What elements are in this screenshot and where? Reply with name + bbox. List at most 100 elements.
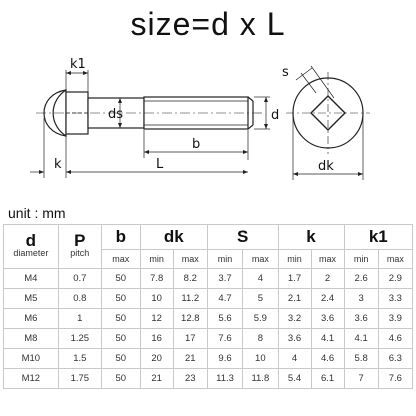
table-cell: 2.4 (310, 288, 345, 309)
table-cell: 2.9 (377, 268, 414, 289)
table-cell: 12.8 (172, 308, 208, 329)
table-cell: 4.6 (310, 348, 345, 369)
header-P: P pitch (57, 224, 102, 269)
table-cell: 8.2 (172, 268, 208, 289)
table-cell: 3 (343, 288, 379, 309)
table-cell: M10 (3, 348, 59, 369)
table-cell: 5.8 (343, 348, 379, 369)
subheader-s-max: max (242, 249, 279, 269)
label-L: L (156, 157, 164, 172)
table-cell: 3.6 (310, 308, 345, 329)
table-cell: 3.3 (377, 288, 414, 309)
table-cell: 11.8 (242, 368, 279, 389)
table-cell: 7 (343, 368, 379, 389)
table-cell: 2 (310, 268, 345, 289)
table-cell: 4.1 (310, 328, 345, 349)
spec-table: d diameter P pitch b dk S k k1 max min m… (3, 224, 414, 389)
table-cell: 50 (100, 368, 141, 389)
table-cell: M12 (3, 368, 59, 389)
table-cell: 6.1 (310, 368, 345, 389)
header-k1: k1 (343, 224, 414, 250)
label-k: k (54, 157, 62, 172)
table-cell: 4 (277, 348, 312, 369)
table-cell: 21 (172, 348, 208, 369)
page-title: size=d x L (130, 6, 286, 42)
table-cell: M5 (3, 288, 59, 309)
table-cell: 50 (100, 308, 141, 329)
subheader-k-min: min (277, 249, 312, 269)
table-cell: 5.9 (242, 308, 279, 329)
label-k1: k1 (70, 57, 86, 72)
table-cell: 0.7 (57, 268, 102, 289)
subheader-s-min: min (206, 249, 244, 269)
table-cell: M8 (3, 328, 59, 349)
subheader-dk-min: min (139, 249, 174, 269)
subheader-k1-max: max (377, 249, 414, 269)
table-cell: M6 (3, 308, 59, 329)
table-cell: 11.3 (206, 368, 244, 389)
table-cell: 7.6 (206, 328, 244, 349)
table-cell: 10 (242, 348, 279, 369)
label-d-side: d (271, 108, 279, 123)
table-cell: 5 (242, 288, 279, 309)
table-cell: 7.8 (139, 268, 174, 289)
table-cell: 8 (242, 328, 279, 349)
table-cell: 2.6 (343, 268, 379, 289)
table-cell: 3.9 (377, 308, 414, 329)
table-cell: 50 (100, 268, 141, 289)
table-cell: 10 (139, 288, 174, 309)
label-b: b (192, 137, 200, 152)
square-neck-top-view (310, 95, 346, 131)
subheader-b-max: max (100, 249, 141, 269)
table-cell: 0.8 (57, 288, 102, 309)
table-cell: 1.25 (57, 328, 102, 349)
table-cell: 1 (57, 308, 102, 329)
table-cell: 7.6 (377, 368, 414, 389)
subheader-k-max: max (310, 249, 345, 269)
table-cell: 50 (100, 328, 141, 349)
header-b: b (100, 224, 141, 250)
label-s: s (282, 65, 289, 80)
table-cell: 1.7 (277, 268, 312, 289)
table-cell: 3.6 (343, 308, 379, 329)
table-cell: 4.7 (206, 288, 244, 309)
table-cell: 12 (139, 308, 174, 329)
table-cell: 4.6 (377, 328, 414, 349)
label-dk: dk (318, 159, 334, 174)
table-cell: 50 (100, 288, 141, 309)
table-cell: 3.2 (277, 308, 312, 329)
bolt-thread (143, 96, 249, 130)
table-cell: 1.5 (57, 348, 102, 369)
table-cell: 9.6 (206, 348, 244, 369)
bolt-technical-drawing: k1 ds d b L k s dk (30, 57, 370, 180)
label-ds: ds (108, 107, 123, 122)
table-cell: 5.4 (277, 368, 312, 389)
table-cell: 4 (242, 268, 279, 289)
table-cell: 11.2 (172, 288, 208, 309)
table-header-row: d diameter P pitch b dk S k k1 (3, 224, 414, 269)
table-cell: 16 (139, 328, 174, 349)
table-cell: 6.3 (377, 348, 414, 369)
table-cell: 21 (139, 368, 174, 389)
unit-label: unit : mm (8, 205, 66, 221)
table-cell: 50 (100, 348, 141, 369)
table-cell: 5.6 (206, 308, 244, 329)
table-cell: 1.75 (57, 368, 102, 389)
table-cell: M4 (3, 268, 59, 289)
subheader-k1-min: min (343, 249, 379, 269)
table-cell: 17 (172, 328, 208, 349)
header-dk: dk (139, 224, 208, 250)
table-cell: 23 (172, 368, 208, 389)
subheader-dk-max: max (172, 249, 208, 269)
table-cell: 2.1 (277, 288, 312, 309)
table-cell: 20 (139, 348, 174, 369)
header-d: d diameter (3, 224, 59, 269)
table-cell: 3.7 (206, 268, 244, 289)
table-cell: 4.1 (343, 328, 379, 349)
table-cell: 3.6 (277, 328, 312, 349)
